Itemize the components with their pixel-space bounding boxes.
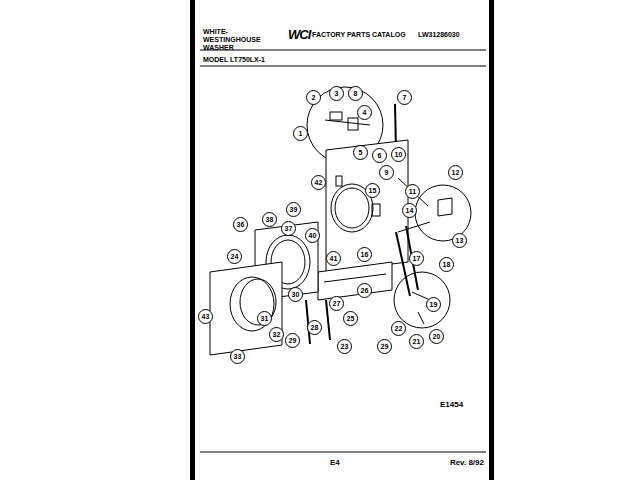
callout-number: 4: [357, 105, 372, 120]
callout-number: 16: [357, 247, 372, 262]
callout-number: 39: [286, 202, 301, 217]
callout-number: 25: [343, 311, 358, 326]
header-text: Rev. 8/92: [450, 458, 484, 467]
callout-number: 23: [337, 339, 352, 354]
callout-number: 7: [397, 90, 412, 105]
leader: [398, 178, 428, 206]
detail-circle: [415, 185, 471, 241]
header-text: MODEL LT750LX-1: [203, 56, 265, 64]
header-text: E1454: [440, 400, 463, 409]
callout-number: 30: [288, 287, 303, 302]
header-text: LW31286030: [418, 31, 460, 39]
callout-number: 5: [353, 145, 368, 160]
callout-number: 1: [293, 126, 308, 141]
door-seal: [240, 279, 276, 325]
callout-number: 10: [391, 147, 406, 162]
callout-number: 11: [405, 184, 420, 199]
callout-number: 13: [452, 233, 467, 248]
back-panel: [326, 140, 408, 272]
switch-part: [330, 112, 342, 120]
header-text: WCI: [288, 27, 310, 42]
header-text: FACTORY PARTS CATALOG: [312, 31, 406, 39]
panel-detail: [324, 274, 386, 282]
callout-number: 28: [307, 320, 322, 335]
clip: [336, 176, 342, 186]
page-edge: [190, 0, 195, 480]
callout-number: 40: [305, 228, 320, 243]
panel-opening: [335, 188, 369, 228]
callout-number: 29: [285, 333, 300, 348]
callout-number: 15: [365, 183, 380, 198]
lock-part: [438, 198, 452, 216]
header-text: WHITE-WESTINGHOUSE WASHER: [203, 28, 281, 52]
callout-number: 9: [379, 165, 394, 180]
callout-number: 42: [311, 175, 326, 190]
latch: [372, 204, 380, 216]
lower-panel: [318, 262, 392, 300]
callout-number: 3: [329, 86, 344, 101]
callout-number: 33: [230, 349, 245, 364]
callout-number: 6: [372, 148, 387, 163]
callout-number: 26: [357, 283, 372, 298]
callout-number: 36: [233, 217, 248, 232]
callout-number: 43: [198, 309, 213, 324]
callout-number: 29: [377, 339, 392, 354]
page-edge: [489, 0, 494, 480]
front-panel: [210, 262, 282, 355]
callout-number: 18: [439, 257, 454, 272]
parts: [210, 87, 471, 355]
callout-number: 2: [306, 90, 321, 105]
leader: [398, 222, 430, 232]
header-text: E4: [330, 458, 340, 467]
rod: [396, 232, 410, 296]
callout-number: 20: [429, 329, 444, 344]
callout-number: 22: [391, 321, 406, 336]
front-opening: [230, 277, 274, 331]
callout-number: 12: [448, 165, 463, 180]
callout-number: 37: [281, 221, 296, 236]
callout-number: 32: [269, 327, 284, 342]
rule: [200, 50, 486, 51]
callout-number: 19: [426, 297, 441, 312]
callout-number: 21: [409, 334, 424, 349]
rule: [200, 452, 486, 453]
screw: [418, 312, 424, 324]
callout-number: 17: [409, 251, 424, 266]
switch-part: [348, 118, 358, 130]
callout-number: 27: [329, 296, 344, 311]
callout-number: 8: [348, 86, 363, 101]
callout-number: 38: [262, 212, 277, 227]
callout-number: 41: [326, 251, 341, 266]
rule: [200, 66, 486, 67]
callout-number: 31: [257, 311, 272, 326]
detail-circle: [394, 272, 450, 328]
callout-number: 24: [227, 249, 242, 264]
callout-number: 14: [402, 203, 417, 218]
